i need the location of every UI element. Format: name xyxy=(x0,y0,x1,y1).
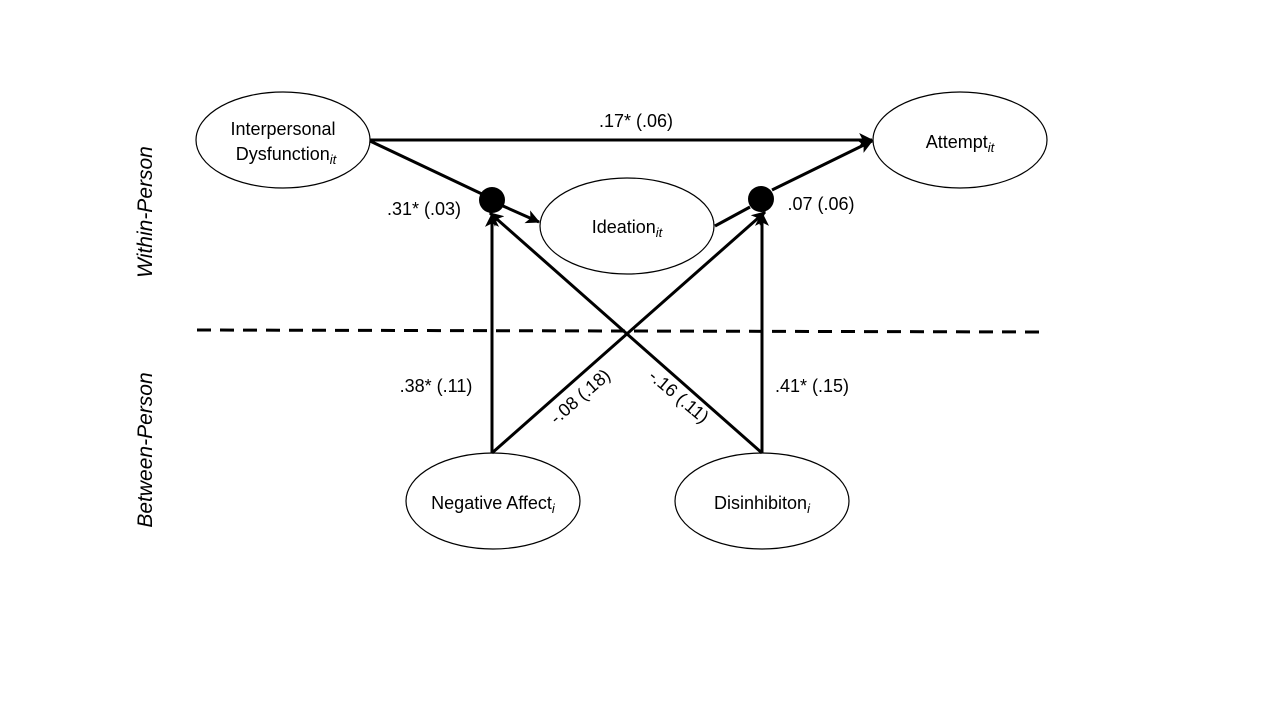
line-interpersonal-to-junction xyxy=(369,139,483,196)
coef-disinh-first: -.16 (.11) xyxy=(645,366,713,427)
arrow-junction-to-attempt xyxy=(771,139,874,192)
ideation-node xyxy=(539,177,715,275)
within-person-label: Within-Person xyxy=(134,146,157,278)
between-person-label: Between-Person xyxy=(134,372,157,527)
dysfunction-label: Dysfunctionit xyxy=(236,144,338,167)
coef-negaff-first: .38* (.11) xyxy=(400,376,473,396)
junction-dot-right xyxy=(748,186,774,212)
coef-interpersonal-ideation: .31* (.03) xyxy=(387,199,461,219)
coef-ideation-attempt: .07 (.06) xyxy=(787,194,854,214)
interpersonal-dysfunction-node xyxy=(195,91,371,189)
arrow-junction-to-ideation xyxy=(502,204,541,224)
attempt-label: Attemptit xyxy=(926,132,996,155)
negative-affect-label: Negative Affecti xyxy=(431,493,556,516)
arrow-negaff-to-right-junction xyxy=(491,210,766,455)
coef-interpersonal-attempt: .17* (.06) xyxy=(599,111,673,131)
line-ideation-to-junction xyxy=(714,205,751,228)
junction-dot-left xyxy=(479,187,505,213)
disinhibition-label: Disinhibitoni xyxy=(714,493,811,516)
arrow-disinh-to-left-junction xyxy=(489,211,763,455)
interpersonal-label: Interpersonal xyxy=(230,119,335,139)
coef-disinh-second: .41* (.15) xyxy=(775,376,849,396)
ideation-label: Ideationit xyxy=(592,217,664,240)
